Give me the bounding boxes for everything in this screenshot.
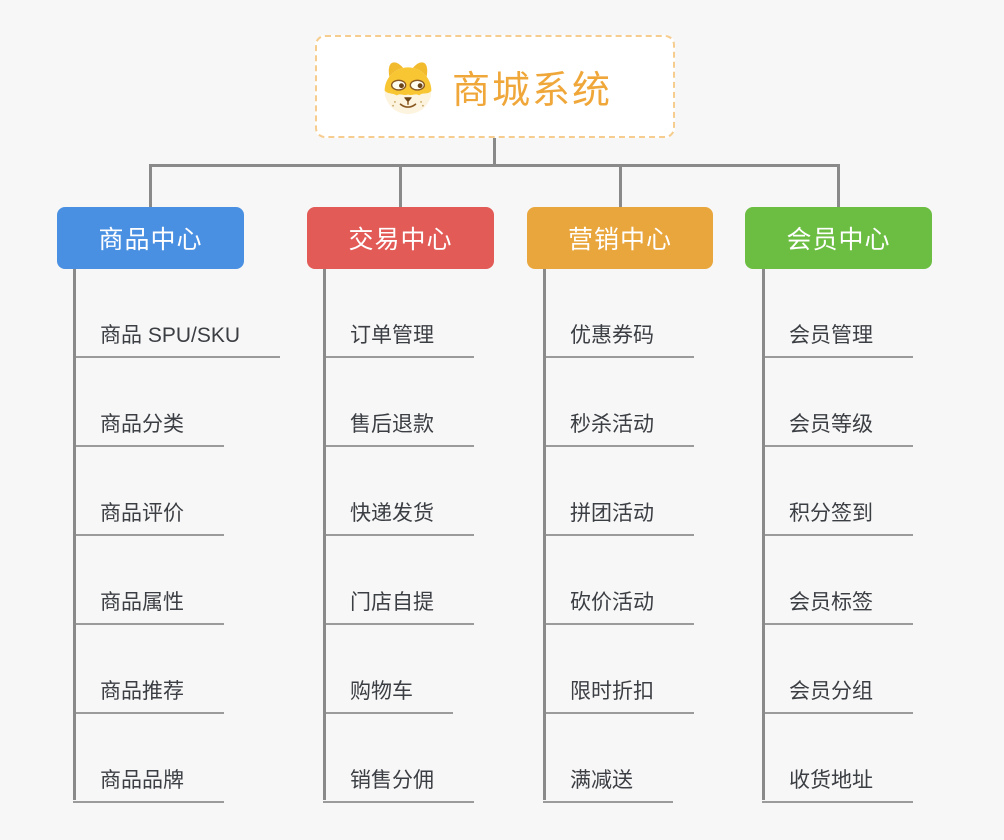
branch-children-product-center: 商品 SPU/SKU 商品分类 商品评价 商品属性 商品推荐 商品品牌 [73,269,323,803]
connector-drop-product-center [149,164,152,208]
leaf-node[interactable]: 拼团活动 [543,447,793,536]
leaf-node[interactable]: 快递发货 [323,447,573,536]
leaf-label: 满减送 [543,764,673,803]
leaf-label: 商品属性 [73,586,224,625]
leaf-label: 订单管理 [323,319,474,358]
leaf-node[interactable]: 订单管理 [323,269,573,358]
leaf-label: 会员管理 [762,319,913,358]
leaf-label: 积分签到 [762,497,913,536]
leaf-node[interactable]: 优惠券码 [543,269,793,358]
branch-node-product-center[interactable]: 商品中心 [57,207,244,269]
leaf-node[interactable]: 积分签到 [762,447,1004,536]
branch-label: 商品中心 [98,226,203,254]
leaf-node[interactable]: 商品属性 [73,536,323,625]
branch-children-trade-center: 订单管理 售后退款 快递发货 门店自提 购物车 销售分佣 [323,269,573,803]
leaf-label: 门店自提 [323,586,474,625]
leaf-label: 优惠券码 [543,319,694,358]
root-title: 商城系统 [451,70,612,112]
leaf-label: 秒杀活动 [543,408,694,447]
branch-label: 营销中心 [567,226,672,254]
leaf-node[interactable]: 会员等级 [762,358,1004,447]
leaf-label: 快递发货 [323,497,474,536]
branch-node-trade-center[interactable]: 交易中心 [307,207,494,269]
branch-node-member-center[interactable]: 会员中心 [745,207,932,269]
leaf-node[interactable]: 会员分组 [762,625,1004,714]
branch-label: 交易中心 [348,226,453,254]
leaf-node[interactable]: 商品 SPU/SKU [73,269,323,358]
leaf-node[interactable]: 砍价活动 [543,536,793,625]
connector-spine [543,269,546,800]
leaf-label: 会员分组 [762,675,913,714]
connector-spine [323,269,326,800]
leaf-node[interactable]: 售后退款 [323,358,573,447]
connector-drop-member-center [837,164,840,208]
connector-branch-rail [149,164,839,167]
leaf-node[interactable]: 商品推荐 [73,625,323,714]
dog-face-icon [384,61,432,114]
leaf-node[interactable]: 秒杀活动 [543,358,793,447]
leaf-label: 会员等级 [762,408,913,447]
leaf-node[interactable]: 限时折扣 [543,625,793,714]
leaf-label: 砍价活动 [543,586,694,625]
leaf-label: 购物车 [323,675,453,714]
connector-drop-trade-center [399,164,402,208]
connector-spine [73,269,76,800]
root-node[interactable]: 商城系统 [315,35,675,138]
leaf-node[interactable]: 销售分佣 [323,714,573,803]
connector-root-stem [493,138,496,165]
leaf-node[interactable]: 购物车 [323,625,573,714]
leaf-node[interactable]: 商品品牌 [73,714,323,803]
leaf-label: 商品分类 [73,408,224,447]
leaf-label: 商品推荐 [73,675,224,714]
leaf-node[interactable]: 会员标签 [762,536,1004,625]
connector-drop-marketing-center [619,164,622,208]
leaf-label: 限时折扣 [543,675,694,714]
leaf-label: 拼团活动 [543,497,694,536]
leaf-label: 销售分佣 [323,764,474,803]
leaf-label: 商品评价 [73,497,224,536]
leaf-label: 售后退款 [323,408,474,447]
branch-children-marketing-center: 优惠券码 秒杀活动 拼团活动 砍价活动 限时折扣 满减送 [543,269,793,803]
leaf-label: 会员标签 [762,586,913,625]
leaf-node[interactable]: 收货地址 [762,714,1004,803]
leaf-node[interactable]: 门店自提 [323,536,573,625]
branch-node-marketing-center[interactable]: 营销中心 [527,207,713,269]
branch-children-member-center: 会员管理 会员等级 积分签到 会员标签 会员分组 收货地址 [762,269,1004,803]
branch-label: 会员中心 [786,226,891,254]
leaf-label: 收货地址 [762,764,913,803]
connector-spine [762,269,765,800]
leaf-label: 商品 SPU/SKU [73,319,281,358]
leaf-node[interactable]: 商品评价 [73,447,323,536]
leaf-label: 商品品牌 [73,764,224,803]
leaf-node[interactable]: 满减送 [543,714,793,803]
leaf-node[interactable]: 会员管理 [762,269,1004,358]
leaf-node[interactable]: 商品分类 [73,358,323,447]
